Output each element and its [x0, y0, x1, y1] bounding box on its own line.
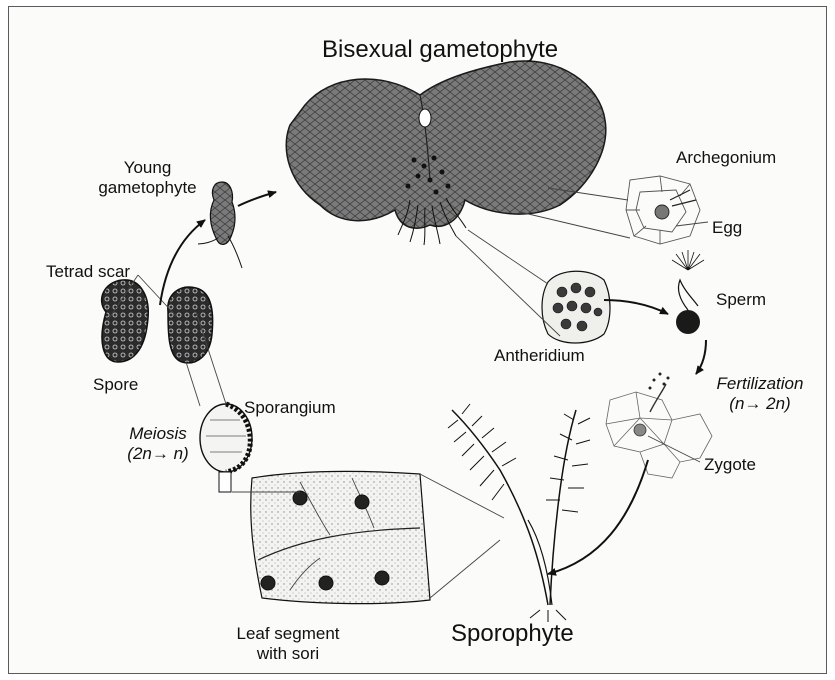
label-meiosis-ploidy: (2n→ n): [110, 444, 206, 464]
spore-illustrations: [102, 280, 213, 363]
label-young-gametophyte: Young gametophyte: [85, 158, 210, 198]
archegonium-illustration: [626, 176, 700, 244]
label-meiosis: Meiosis (2n→ n): [110, 424, 206, 464]
label-antheridium: Antheridium: [494, 346, 585, 366]
label-young-gametophyte-line1: Young: [85, 158, 210, 178]
label-bisexual-gametophyte: Bisexual gametophyte: [322, 36, 558, 64]
label-archegonium: Archegonium: [676, 148, 776, 168]
fertilization-zygote-illustration: [606, 373, 712, 479]
label-leaf-segment-line1: Leaf segment: [218, 624, 358, 644]
label-sporangium: Sporangium: [244, 398, 336, 418]
cycle-arrows: [160, 192, 706, 574]
label-egg: Egg: [712, 218, 742, 238]
sperm-illustration: [672, 250, 704, 334]
label-young-gametophyte-line2: gametophyte: [85, 178, 210, 198]
label-zygote: Zygote: [704, 455, 756, 475]
label-sporophyte: Sporophyte: [451, 620, 574, 648]
label-fertilization: Fertilization (n→ 2n): [700, 374, 820, 414]
label-tetrad-scar: Tetrad scar: [46, 262, 130, 282]
label-fertilization-text: Fertilization: [700, 374, 820, 394]
label-spore: Spore: [93, 375, 138, 395]
label-sperm: Sperm: [716, 290, 766, 310]
label-fertilization-ploidy: (n→ 2n): [700, 394, 820, 414]
bisexual-gametophyte-illustration: [286, 61, 606, 245]
sporophyte-illustration: [448, 404, 590, 622]
label-leaf-segment: Leaf segment with sori: [218, 624, 358, 664]
label-leaf-segment-line2: with sori: [218, 644, 358, 664]
leaf-segment-illustration: [251, 471, 430, 603]
label-meiosis-text: Meiosis: [110, 424, 206, 444]
antheridium-illustration: [542, 271, 610, 343]
